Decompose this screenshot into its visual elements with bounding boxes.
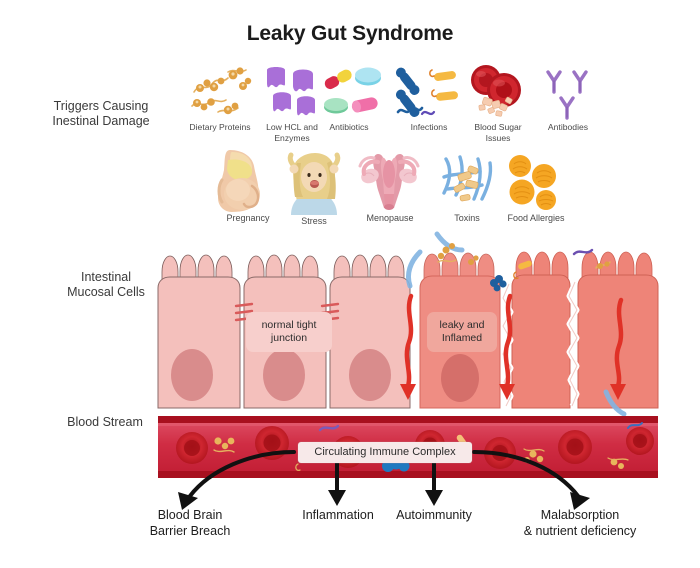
label-text: Antibiotics (329, 122, 369, 132)
label-text: Menopause (366, 213, 414, 223)
icon-blood-sugar-issues (466, 60, 530, 122)
label-low-hcl-enzymes: Low HCL and Enzymes (254, 122, 330, 143)
label-menopause: Menopause (352, 213, 428, 224)
label-blood-sugar-issues: Blood Sugar Issues (460, 122, 536, 143)
outcome-arrowheads (178, 490, 590, 510)
badge-circulating-immune-complex: Circulating Immune Complex (298, 442, 472, 463)
outcome-line1: Inflammation (302, 508, 374, 522)
outcome-line2: & nutrient deficiency (523, 523, 637, 538)
label-pregnancy: Pregnancy (212, 213, 284, 224)
icon-menopause (348, 150, 430, 212)
label-text: Pregnancy (226, 213, 270, 223)
label-text: Blood Sugar (474, 122, 522, 132)
toxin-inflow-stream (405, 231, 627, 417)
icon-toxins (438, 155, 500, 213)
mucosal-cell-leaky-2 (511, 251, 571, 409)
page-title: Leaky Gut Syndrome (246, 22, 454, 45)
outcome-line1: Blood Brain (157, 508, 223, 522)
icon-infections (392, 62, 464, 120)
label-dietary-proteins: Dietary Proteins (178, 122, 262, 133)
mucosal-cell-normal-1 (157, 254, 241, 409)
icon-food-allergies (504, 152, 566, 214)
icon-antibiotics (318, 66, 381, 120)
label-text: Antibodies (547, 122, 589, 132)
outcome-inflammation: Inflammation (283, 508, 393, 524)
label-text: Dietary Proteins (189, 122, 251, 132)
mucosal-cell-normal-3 (329, 254, 411, 409)
label-toxins: Toxins (436, 213, 498, 224)
outcome-blood-brain-barrier-breach: Blood Brain Barrier Breach (130, 508, 250, 539)
outcome-line1: Autoimmunity (396, 508, 472, 522)
badge-line2: junction (270, 332, 308, 344)
badge-normal-tight-junction: normal tight junction (246, 312, 332, 352)
label-text: Stress (301, 216, 327, 226)
label-antibiotics: Antibiotics (318, 122, 380, 133)
mucosa-label-line2: Mucosal Cells (67, 285, 145, 299)
triggers-label-line1: Triggers Causing (53, 99, 149, 113)
label-text-2: Issues (485, 132, 511, 143)
badge-line1: leaky and (439, 319, 485, 331)
leakage-arrows (404, 293, 624, 389)
icon-antibodies (542, 68, 598, 120)
label-text: Infections (410, 122, 448, 132)
outcome-line2: Barrier Breach (149, 523, 231, 538)
mucosa-label-line1: Intestinal (80, 270, 132, 284)
triggers-section-label: Triggers Causing Inestinal Damage (26, 99, 176, 129)
floating-particles-top (437, 243, 611, 292)
label-text-2: Enzymes (274, 132, 310, 143)
label-text: Food Allergies (507, 213, 565, 223)
badge-line2: Inflamed (441, 332, 483, 344)
icon-pregnancy (212, 150, 270, 212)
badge-line1: normal tight (261, 319, 317, 331)
label-text: Low HCL and (266, 122, 318, 132)
blood-stream-label: Blood Stream (67, 415, 143, 429)
label-antibodies: Antibodies (536, 122, 600, 133)
label-food-allergies: Food Allergies (494, 213, 578, 224)
badge-leaky-inflamed: leaky and Inflamed (427, 312, 497, 352)
leakage-arrowheads (400, 384, 626, 400)
icon-low-hcl-enzymes (263, 64, 319, 120)
outcome-line1: Malabsorption (540, 508, 620, 522)
label-text: Toxins (454, 213, 480, 223)
outcome-malabsorption: Malabsorption & nutrient deficiency (505, 508, 655, 539)
icon-stress (285, 152, 343, 215)
icon-dietary-proteins (188, 62, 252, 120)
outcome-autoimmunity: Autoimmunity (379, 508, 489, 524)
label-stress: Stress (285, 216, 343, 227)
mucosa-section-label: Intestinal Mucosal Cells (36, 270, 176, 300)
triggers-label-line2: Inestinal Damage (52, 114, 150, 128)
label-infections: Infections (398, 122, 460, 133)
